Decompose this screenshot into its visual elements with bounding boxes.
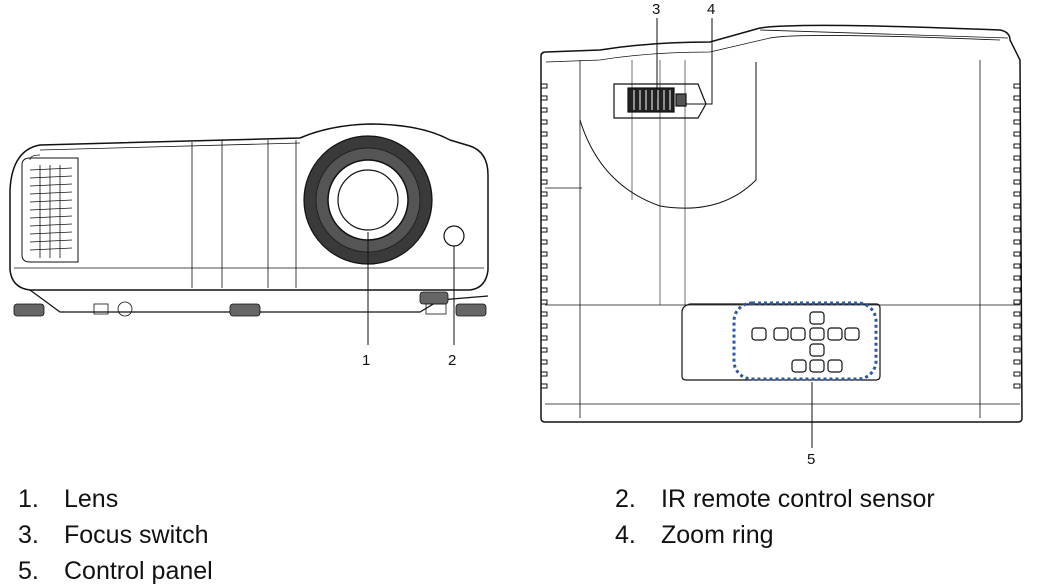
projector-top-view: 3 4 5: [540, 1, 1023, 468]
legend-item-5: 5. Control panel: [18, 559, 213, 584]
focus-switch: [627, 87, 675, 113]
legend-number: 1.: [18, 485, 39, 513]
callout-4: 4: [707, 1, 715, 18]
callout-1: 1: [362, 352, 370, 369]
legend-label: Lens: [64, 485, 119, 513]
legend-number: 2.: [615, 485, 636, 513]
control-panel-highlight: [732, 301, 878, 381]
callout-2: 2: [448, 352, 456, 369]
callout-5: 5: [807, 451, 815, 468]
legend-number: 3.: [18, 521, 39, 549]
legend-label: Zoom ring: [661, 521, 774, 549]
left-vent-ticks: [540, 83, 548, 389]
legend-label: Control panel: [64, 557, 213, 585]
projector-front-view: 1 2: [9, 123, 489, 369]
legend-item-3: 3. Focus switch: [18, 523, 208, 548]
legend-item-4: 4. Zoom ring: [615, 523, 774, 548]
legend-label: IR remote control sensor: [661, 485, 935, 513]
legend-label: Focus switch: [64, 521, 209, 549]
callout-3: 3: [652, 1, 660, 18]
legend-item-2: 2. IR remote control sensor: [615, 487, 935, 512]
legend-number: 4.: [615, 521, 636, 549]
lens: [303, 135, 433, 265]
zoom-ring: [675, 93, 687, 107]
control-panel-buttons: [751, 311, 860, 373]
front-feet: [13, 291, 487, 317]
legend-item-1: 1. Lens: [18, 487, 118, 512]
legend-number: 5.: [18, 557, 39, 585]
front-vent-grille: [29, 165, 73, 258]
projector-diagram: 1 2: [9, 1, 1023, 468]
ir-sensor: [443, 225, 465, 247]
right-vent-ticks: [1013, 83, 1021, 389]
